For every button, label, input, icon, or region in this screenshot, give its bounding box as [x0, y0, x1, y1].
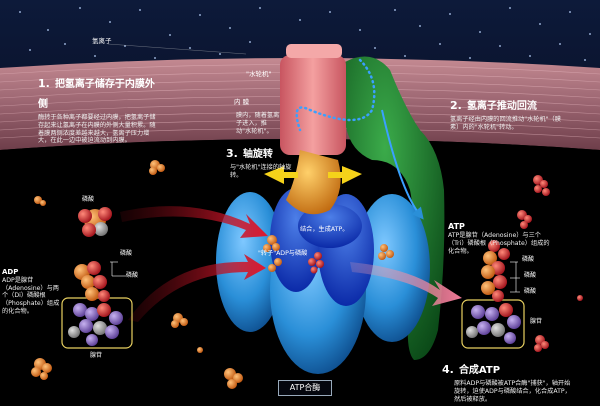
atp-title: ATP [448, 222, 465, 231]
atp-phosphate-3: 磷酸 [524, 288, 537, 295]
floating-molecules [31, 160, 583, 389]
inner-membrane-note: 膜内，随着氢离子进入，推动"水轮机"。 [236, 112, 280, 135]
rotor-ring [280, 55, 346, 155]
adp-title: ADP [2, 268, 19, 276]
inner-membrane-label: 内 膜 [234, 98, 250, 106]
rotor-top [286, 44, 342, 58]
phosphate-left-label: 磷酸 [82, 196, 95, 203]
flow-arrow-icon [128, 254, 266, 322]
adp-phosphate-b: 磷酸 [126, 272, 139, 279]
step2-number: 2. [450, 99, 462, 112]
adenosine-left-label: 腺苷 [90, 352, 103, 359]
atp-phosphate-2: 磷酸 [524, 272, 537, 279]
hydrogen-ion-dots [11, 7, 591, 81]
step4-number: 4. [442, 363, 454, 376]
turbine-adp-label: "转子"ADP与磷酸 [258, 250, 308, 257]
adp-phosphate-a: 磷酸 [120, 250, 133, 257]
phosphate-molecule [78, 207, 112, 237]
rotation-arrow-icon [264, 166, 298, 184]
step4-block: 4. 合成ATP 原料ADP与磷酸被ATP合酶"捕获"，轴开始旋转，迫使ADP与… [442, 358, 572, 403]
hydrogen-ion-label: 氢离子 [92, 37, 112, 45]
atp-phosphate-1: 磷酸 [522, 256, 535, 263]
step2-block: 2. 氢离子推动回流 氢离子经由内膜的回流推动"水轮机"（膜素）内的"水轮机"转… [450, 94, 570, 132]
step1-title: 把氢离子储存于内膜外侧 [38, 79, 155, 110]
atp-molecule [461, 240, 525, 349]
rotation-arrow-icon [328, 166, 362, 184]
proton-exit-arrow [381, 109, 424, 220]
step3-title: 轴旋转 [242, 149, 273, 160]
rotor-shaft [286, 150, 341, 215]
atp-block: ATP ATP是腺苷（Adenosine）与三个（Tri）磷酸根（Phospha… [448, 222, 552, 255]
step3-desc: 与"水轮机"连接的轴旋转。 [230, 164, 292, 179]
step2-title: 氢离子推动回流 [466, 101, 537, 112]
step1-block: 1. 把氢离子储存于内膜外侧 酶转于各种离子都要经过内膜，把氢离子储存起来让氢离… [38, 72, 156, 145]
step3-number: 3. [226, 147, 238, 160]
step1-desc: 酶转于各种离子都要经过内膜，把氢离子储存起来让氢离子在内膜的外侧大量积累。随着膜… [38, 114, 156, 145]
catalytic-subunit [354, 194, 430, 342]
flow-arrow-icon [120, 206, 268, 238]
proton-path [295, 58, 376, 132]
adp-block: ADP ADP是腺苷（Adenosine）与两个（Di）磷酸根（Phosphat… [2, 268, 62, 316]
bracket-lines [110, 261, 520, 293]
atp-on-enzyme [378, 244, 394, 260]
step2-desc: 氢离子经由内膜的回流推动"水轮机"（膜素）内的"水轮机"转动。 [450, 116, 561, 131]
flow-arrow-icon [350, 262, 462, 306]
step3-block: 3. 轴旋转 与"水轮机"连接的轴旋转。 [226, 142, 302, 180]
step4-title: 合成ATP [458, 365, 501, 376]
bond-atp-label: 结合，生成ATP。 [300, 226, 349, 233]
step4-desc: 原料ADP与磷酸被ATP合酶"捕获"，轴开始旋转，迫使ADP与磷酸结合，化合成A… [454, 380, 571, 403]
adp-molecule [61, 261, 133, 349]
diagram-caption: ATP合酶 [278, 380, 332, 396]
adp-desc: ADP是腺苷（Adenosine）与两个（Di）磷酸根（Phosphate）组成… [2, 276, 60, 315]
atp-forming [308, 252, 324, 274]
water-wheel-label: "水轮机" [246, 70, 272, 78]
catalytic-subunit-dark [298, 204, 362, 248]
adenosine-right-label: 腺苷 [530, 318, 543, 325]
atp-desc: ATP是腺苷（Adenosine）与三个（Tri）磷酸根（Phosphate）组… [448, 232, 550, 255]
adp-on-enzyme [263, 235, 282, 272]
step1-number: 1. [38, 77, 50, 90]
